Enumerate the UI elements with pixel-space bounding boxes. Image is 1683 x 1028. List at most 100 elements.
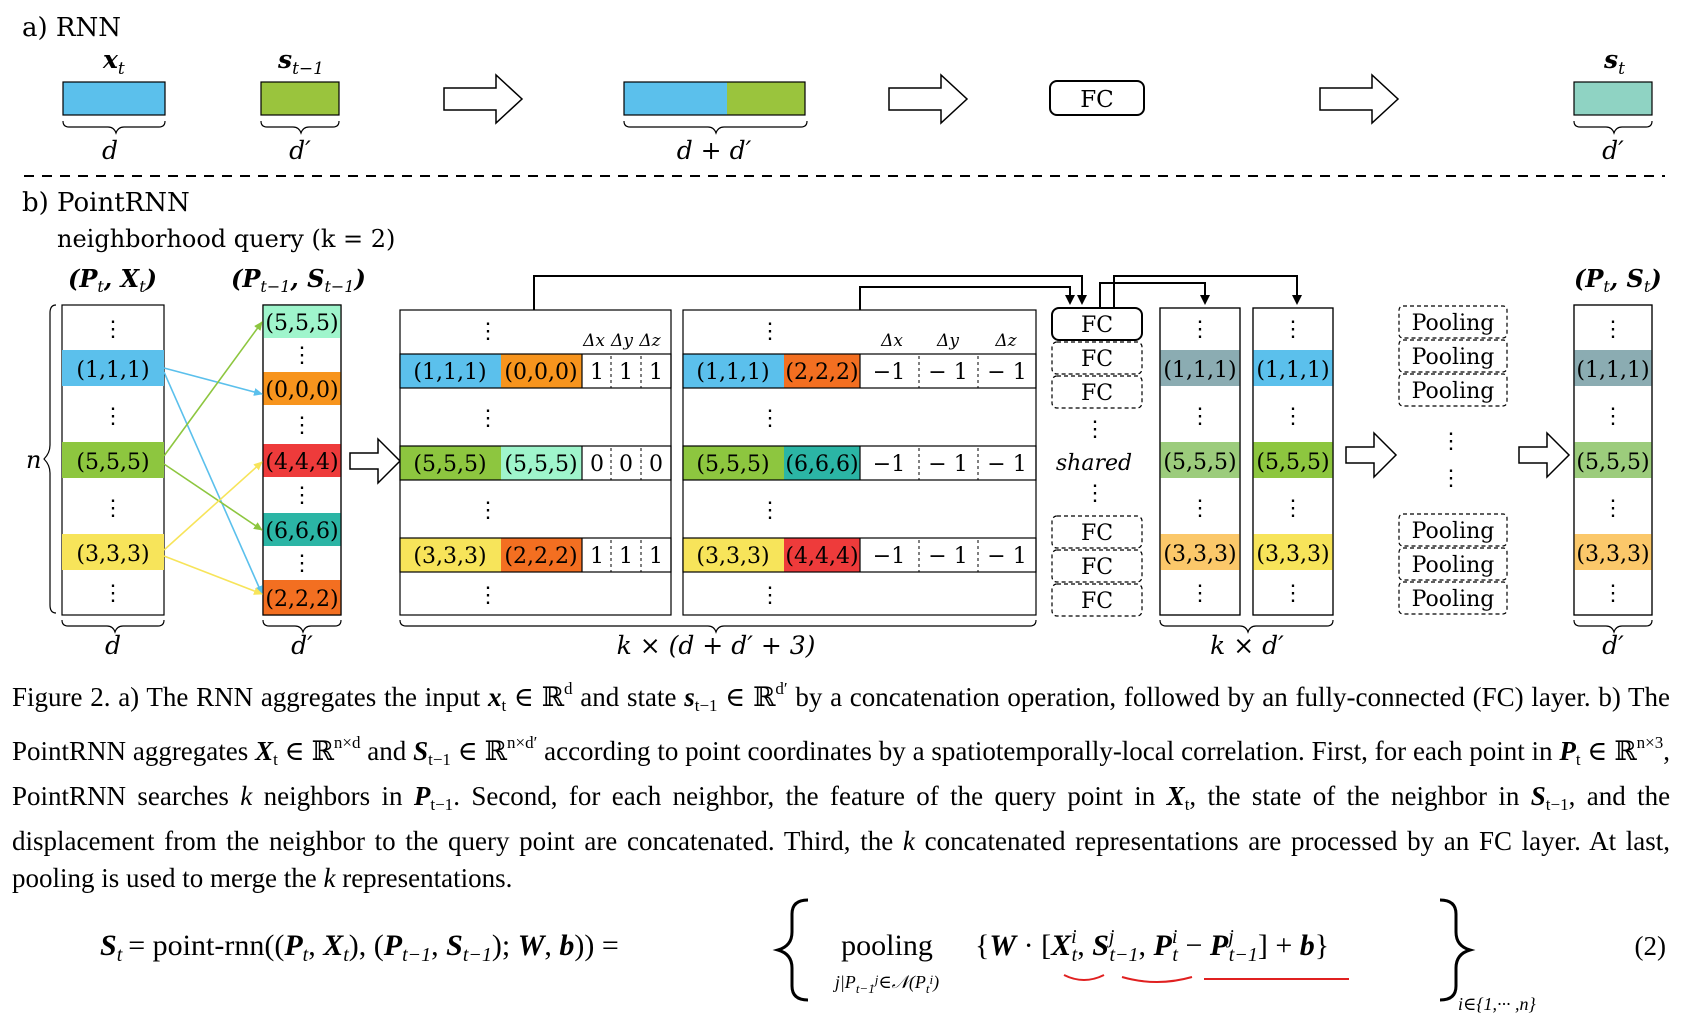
concat2-d-2-1: − 1 [928, 452, 967, 477]
state-point-2: (0,0,0) [265, 378, 338, 403]
connector-concat2-to-fc [859, 286, 1075, 310]
concat1-row3-q [400, 538, 501, 572]
dim-d-label: d [102, 136, 118, 165]
header-state: (Pt−1, St−1) [231, 264, 366, 296]
input-vector-block [62, 81, 166, 116]
underline-s [1121, 976, 1193, 983]
caption-part-4: and [367, 736, 407, 766]
state-dots-4: ⋮ [291, 551, 313, 576]
concat2-d-2-0: −1 [873, 452, 905, 477]
caption-part-7: neighbors in [263, 781, 403, 811]
concat2-delta-y: Δy [936, 331, 959, 351]
equation-pooling-subscript: j|Pt−1j∈𝒩(Pti) [833, 972, 939, 996]
input-point-2: (5,5,5) [76, 450, 149, 475]
state-dots-3: ⋮ [291, 483, 313, 508]
concat1-d-2-1: 0 [619, 452, 633, 477]
caption-part-11: concatenated representations are process… [12, 826, 1670, 893]
concat2-n-3: (4,4,4) [785, 544, 858, 569]
concat2-q-1: (1,1,1) [696, 360, 769, 385]
dim-dp-label: d′ [289, 136, 311, 165]
concat2-delta-z: Δz [994, 331, 1017, 351]
fc-out2-dots-2: ⋮ [1282, 404, 1304, 429]
concat2-row1-q [683, 354, 784, 388]
fc-box-6 [1051, 583, 1143, 617]
output-vector-block [1573, 81, 1653, 116]
concat1-dots-4: ⋮ [477, 583, 499, 608]
concat2-d-1-2: − 1 [987, 360, 1026, 385]
state-dots-2: ⋮ [291, 413, 313, 438]
hollow-arrow-3 [1319, 73, 1400, 125]
concat2-q-3: (3,3,3) [696, 544, 769, 569]
concat-dim-label: k × (d + d′ + 3) [617, 631, 816, 660]
concat1-d-3-1: 1 [619, 544, 633, 569]
brace-sum [623, 120, 808, 135]
equation-index-set: i∈{1,··· ,n} [1458, 994, 1537, 1014]
concat1-d-1-0: 1 [590, 360, 604, 385]
brace-kd [1159, 619, 1334, 634]
state-row-4-fill [263, 513, 341, 546]
concat2-dots-4: ⋮ [759, 583, 781, 608]
fc-out1-p2: (5,5,5) [1163, 450, 1236, 475]
fc-out2-row1 [1253, 350, 1333, 386]
fc-label-6: FC [1081, 589, 1113, 614]
concat2-d-2-2: − 1 [987, 452, 1026, 477]
pooling-label-3: Pooling [1412, 379, 1495, 404]
input-dots-1: ⋮ [102, 317, 124, 342]
concat1-dots-2: ⋮ [477, 406, 499, 431]
input-dots-3: ⋮ [102, 496, 124, 521]
concat2-n-2: (6,6,6) [785, 452, 858, 477]
connector-concat1-to-fc [533, 275, 1087, 310]
fc-out1-p3: (3,3,3) [1163, 542, 1236, 567]
brace-out [1573, 120, 1653, 135]
pooling-box-1 [1398, 305, 1508, 339]
concat-vector-block [623, 81, 806, 116]
concat1-row3-n [501, 538, 582, 572]
equation-number: (2) [1635, 931, 1666, 961]
output-row2 [1574, 442, 1652, 478]
input-dots-4: ⋮ [102, 581, 124, 606]
concat2-row2-q [683, 446, 784, 480]
output-row3 [1574, 534, 1652, 570]
output-border [1573, 304, 1653, 616]
fc-out1-dots-2: ⋮ [1189, 404, 1211, 429]
fc-label-4: FC [1081, 521, 1113, 546]
panel-a-label: a) RNN [22, 13, 121, 43]
concat2-d-3-0: −1 [873, 544, 905, 569]
caption-part-6: , PointRNN searches [12, 736, 1670, 811]
pooling-dots-1: ⋮ [1440, 429, 1462, 454]
pooling-dots-2: ⋮ [1440, 466, 1462, 491]
input-row-2-fill [62, 442, 164, 478]
concat1-d-2-2: 0 [649, 452, 663, 477]
fc-box-4 [1051, 515, 1143, 549]
query-arrow-yellow-2 [163, 555, 263, 595]
concat2-row2-n [784, 446, 860, 480]
fc-dots-2: ⋮ [1084, 481, 1106, 506]
concat1-d-3-0: 1 [590, 544, 604, 569]
header-output: (Pt, St) [1574, 264, 1662, 296]
figure-diagram: a) RNN xt d st−1 d′ d + d′ FC st d′ b) P… [22, 13, 1665, 660]
concat1-row3-border [399, 537, 672, 573]
concat1-row1-q [400, 354, 501, 388]
fc-label-a: FC [1080, 87, 1114, 113]
pooling-box-3 [1398, 373, 1508, 407]
state-dots-1: ⋮ [291, 343, 313, 368]
fc-box-main [1051, 307, 1143, 341]
dim-out-label-a: d′ [1602, 136, 1624, 165]
state-row-1-fill [263, 305, 341, 338]
concat1-d-2-0: 0 [590, 452, 604, 477]
concat1-delta-x: Δx [582, 331, 605, 351]
caption-part-3: by a concatenation operation, followed b… [12, 682, 1671, 766]
fc-out2-p3: (3,3,3) [1256, 542, 1329, 567]
concat1-q-3: (3,3,3) [413, 544, 486, 569]
fc-label-3: FC [1081, 381, 1113, 406]
pooling-box-2 [1398, 339, 1508, 373]
equation-2: St= point-rnn((Pt, Xt), (Pt−1, St−1); W,… [100, 898, 1666, 1014]
input-row-1-fill [62, 350, 164, 386]
fc-dots-1: ⋮ [1084, 417, 1106, 442]
concat1-q-1: (1,1,1) [413, 360, 486, 385]
pooling-box-4 [1398, 513, 1508, 547]
hollow-arrow-b2 [1345, 431, 1398, 479]
brace-d [62, 120, 166, 135]
pooling-label-1: Pooling [1412, 311, 1495, 336]
concat1-n-3: (2,2,2) [504, 544, 577, 569]
